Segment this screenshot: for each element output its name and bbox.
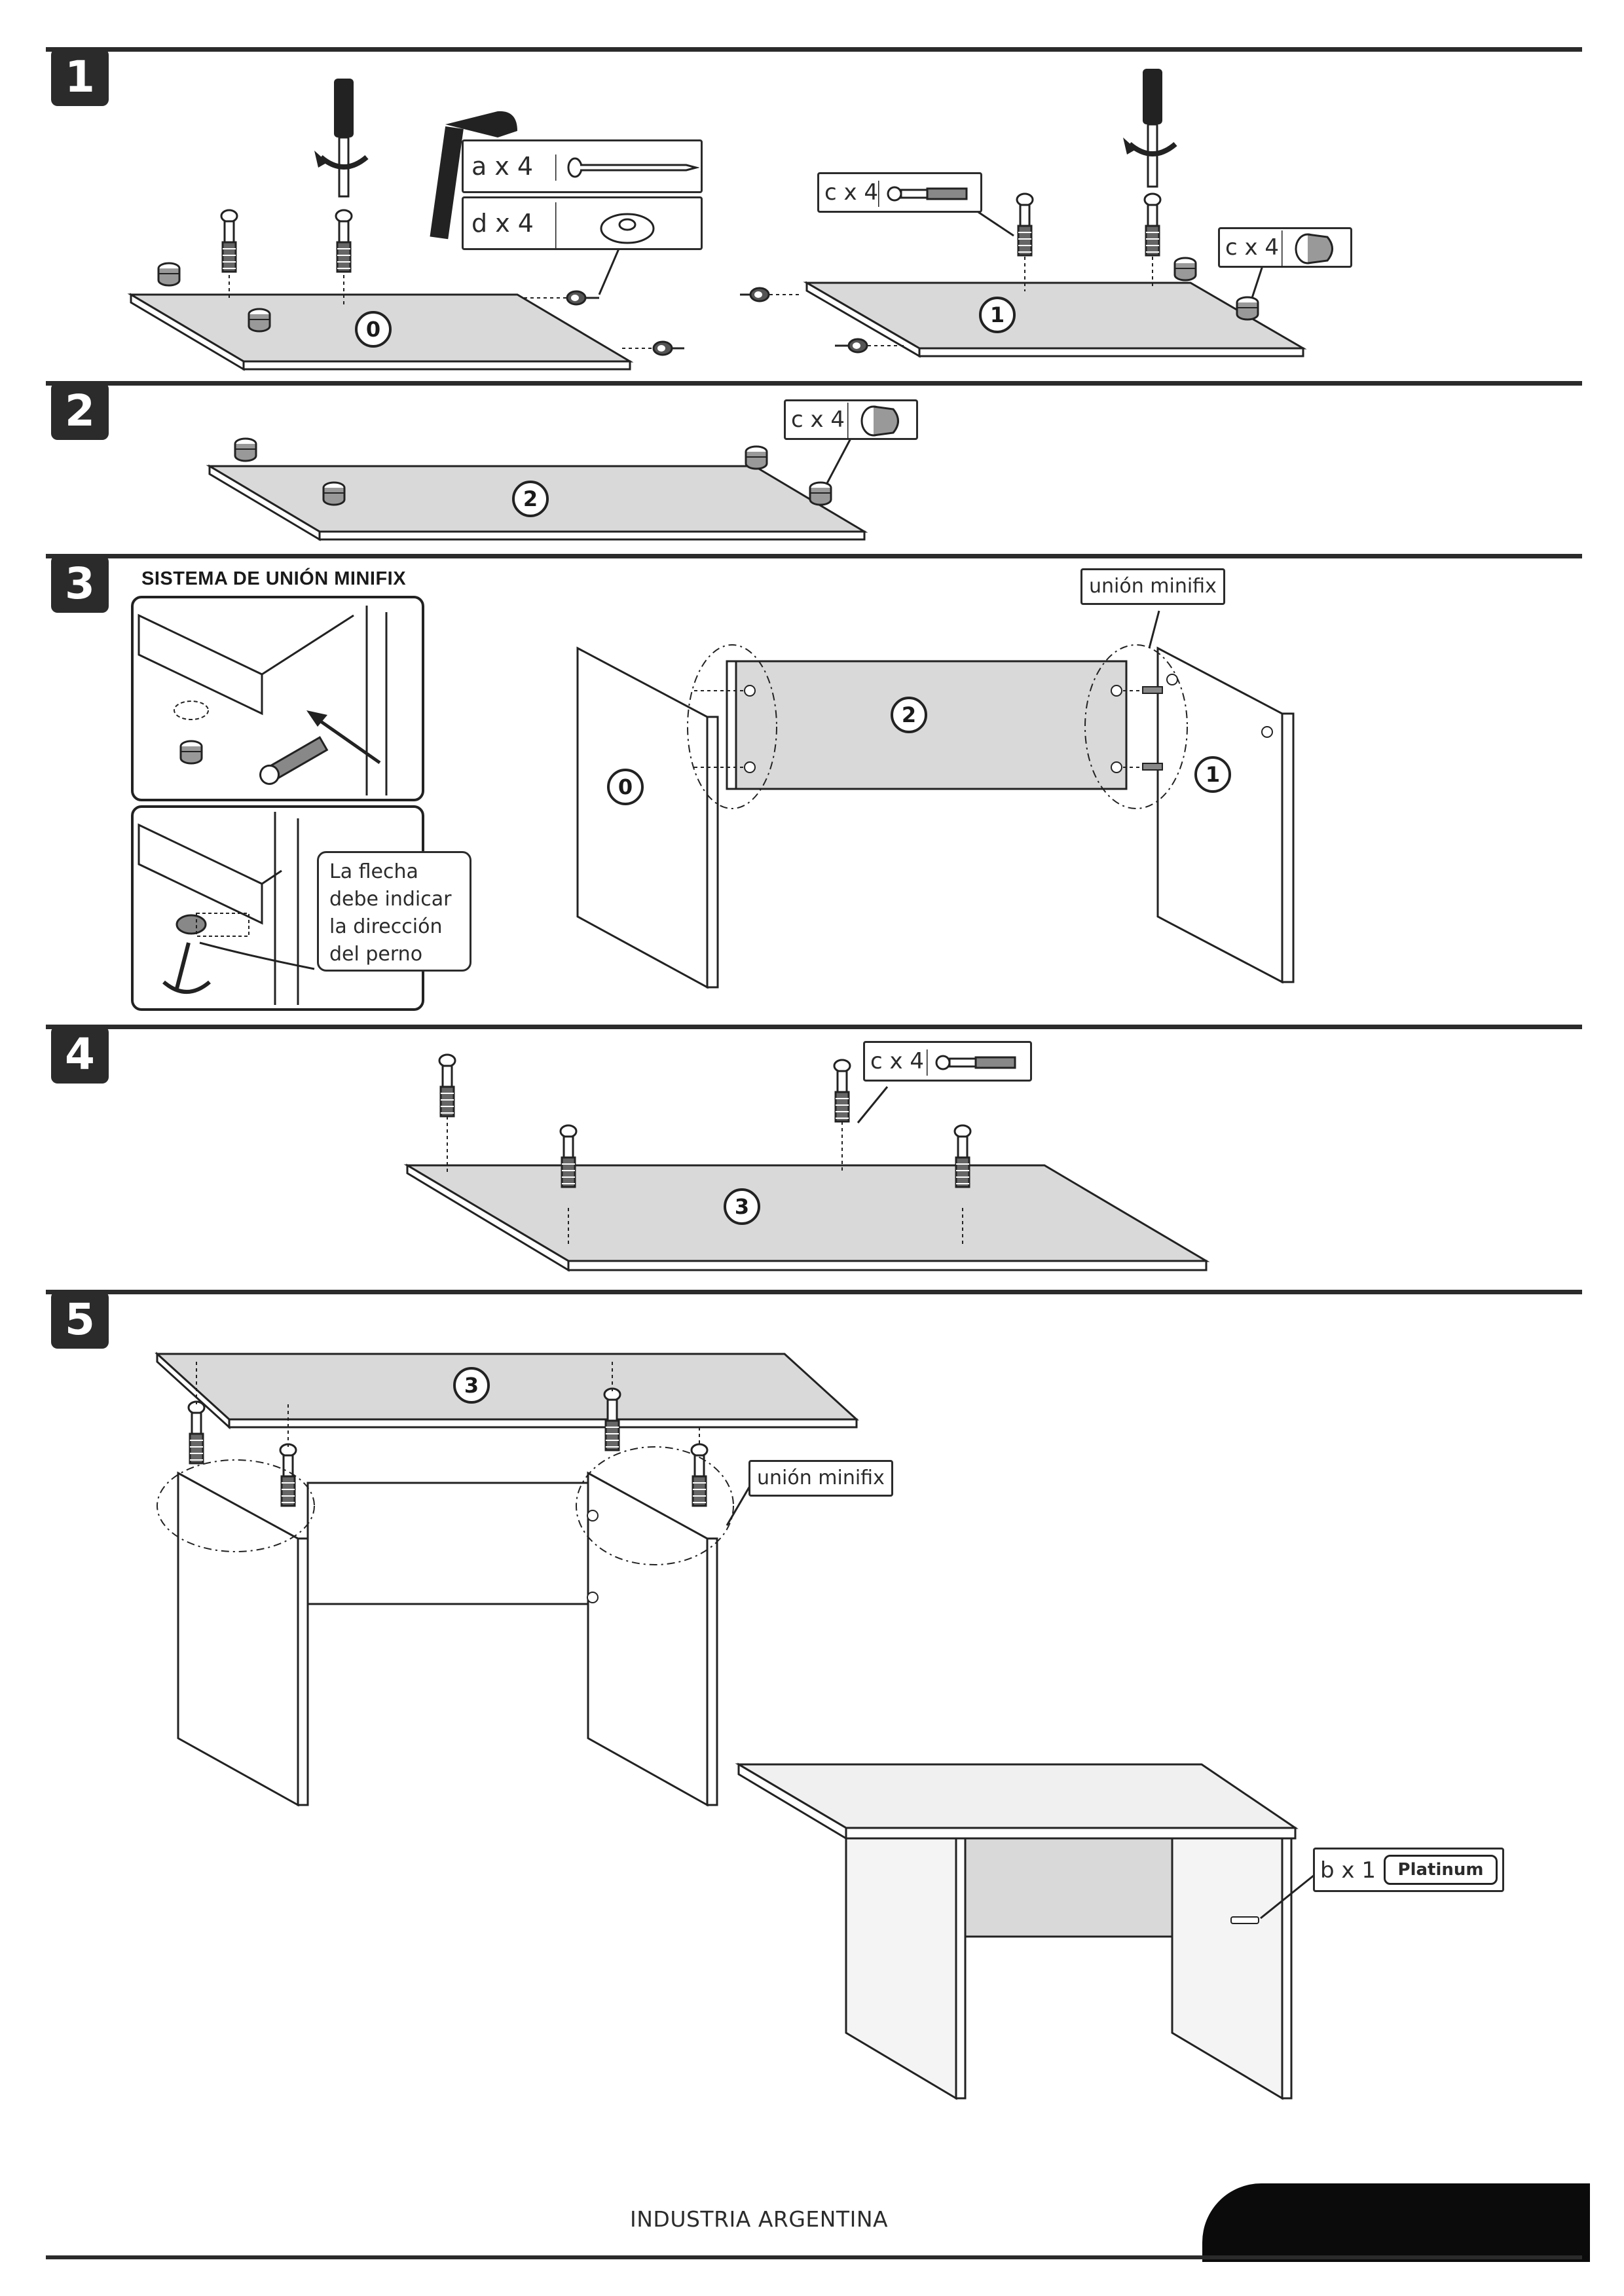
part-c-qty-2: c x 4 [1225,234,1280,261]
part-c-qty-3: c x 4 [791,407,845,433]
panel-label-3-step4: 3 [724,1188,760,1225]
part-c-callout-step1a: c x 4 [817,172,982,213]
part-a-callout: a x 4 [462,139,703,193]
part-d-qty: d x 4 [471,209,534,238]
part-d-callout: d x 4 [462,196,703,250]
union-minifix-callout-step3: unión minifix [1080,568,1225,605]
panel-1-step1 [803,281,1307,358]
note-line-1: La flecha [329,860,418,883]
step-1-rule [46,47,1582,52]
footer-black-bar [1202,2183,1590,2262]
step-2-number: 2 [51,382,109,440]
part-c-callout-step4: c x 4 [863,1041,1032,1082]
finished-desk [735,1762,1299,2100]
part-b-qty: b x 1 [1320,1857,1376,1884]
screwdriver-icon-step1b [1123,69,1177,188]
platinum-logo-text: Platinum [1397,1860,1484,1880]
step-2-rule [46,381,1582,386]
minifix-detail-1 [131,596,424,801]
note-line-4: del perno [329,943,423,966]
step-1-number: 1 [51,48,109,106]
panel-label-3-step5: 3 [453,1367,490,1404]
part-c-callout-step1b: c x 4 [1218,227,1352,268]
cam-lock-icon [1282,230,1333,267]
part-a-qty: a x 4 [471,152,534,181]
panel-label-0-step3: 0 [607,769,644,805]
panel-label-0-step1: 0 [355,311,392,348]
arrow-direction-note: La flecha debe indicar la dirección del … [317,851,471,972]
cam-lock-icon-2 [847,403,899,439]
step-3-number: 3 [51,555,109,613]
part-c-qty: c x 4 [824,179,879,206]
note-line-3: la dirección [329,915,443,938]
hammer-icon [430,111,517,240]
part-c-callout-step2: c x 4 [784,399,918,440]
panel-0-step3 [576,646,719,989]
step-5-number: 5 [51,1291,109,1349]
step-3-title: SISTEMA DE UNIÓN MINIFIX [141,568,407,589]
screwdriver-icon [314,79,369,198]
footer-text: INDUSTRIA ARGENTINA [630,2206,889,2232]
panel-label-2-step3: 2 [891,697,927,733]
nail-icon [555,155,699,181]
step-4-number: 4 [51,1026,109,1084]
panel-1-step3 [1156,646,1295,984]
note-line-2: debe indicar [329,888,452,911]
panel-2-step3 [726,660,1128,790]
step-3-rule [46,554,1582,558]
panel-3-step4 [403,1163,1210,1272]
union-minifix-callout-step5: unión minifix [748,1460,893,1497]
panel-label-1-step1: 1 [979,297,1016,333]
step-5-rule [46,1290,1582,1294]
part-b-callout: b x 1 Platinum [1313,1848,1504,1892]
footer-rule [46,2255,1582,2259]
panel-3-step5 [155,1351,859,1430]
cap-icon [555,202,655,248]
platinum-logo: Platinum [1384,1855,1498,1885]
part-c-qty-4: c x 4 [870,1048,925,1074]
bolt-icon-2 [927,1049,1016,1076]
step-4-rule [46,1025,1582,1029]
panel-label-1-step3: 1 [1194,756,1231,793]
bolt-icon [878,181,968,207]
panel-label-2-step2: 2 [512,481,549,517]
